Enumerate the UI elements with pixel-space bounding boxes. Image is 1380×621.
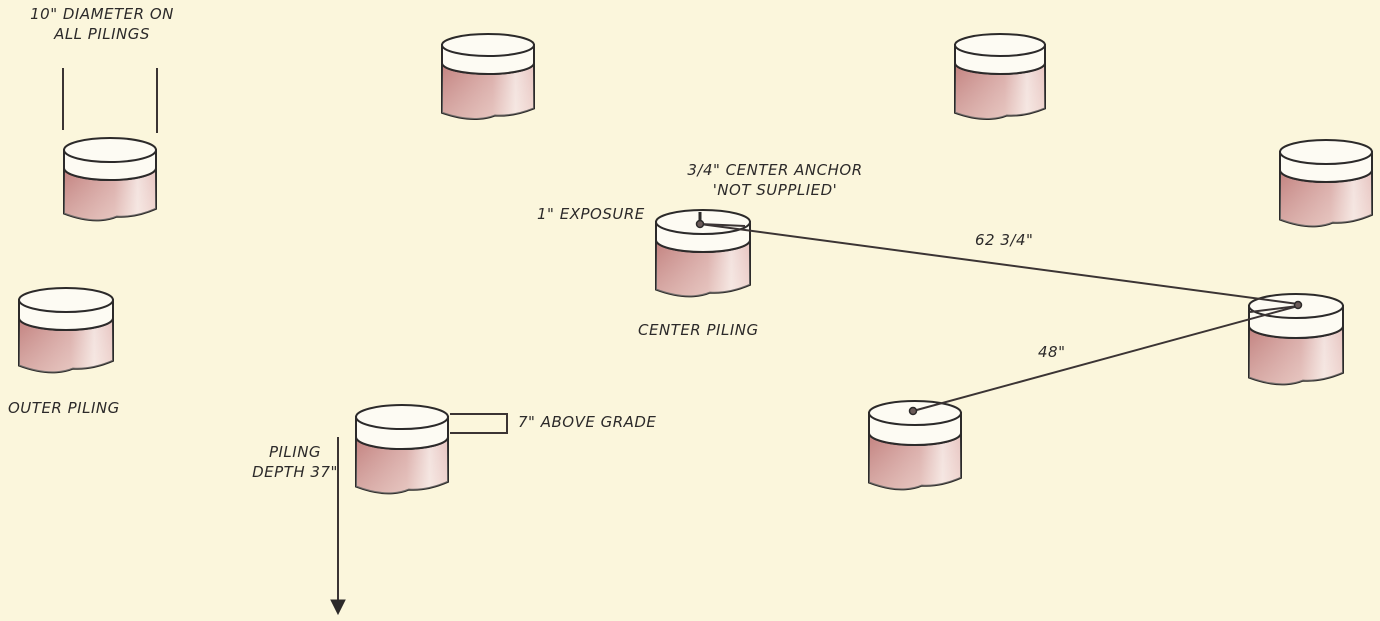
- dimension-line-62-3-4: [699, 223, 1299, 305]
- center-anchor-note: 3/4" CENTER ANCHOR 'NOT SUPPLIED': [665, 160, 885, 200]
- right-anchor-point: [1293, 300, 1303, 310]
- piling-depth-line2: DEPTH 37": [252, 463, 338, 481]
- piling-depth-arrowhead: [330, 599, 346, 616]
- exposure-label: 1" EXPOSURE: [537, 205, 645, 223]
- piling-top-right: [954, 33, 1046, 120]
- piling-right-edge: [1279, 139, 1373, 228]
- center-anchor-line1: 3/4" CENTER ANCHOR: [687, 161, 863, 179]
- piling-diameter-example: [63, 137, 157, 222]
- outer-piling-label: OUTER PILING: [8, 399, 120, 417]
- piling-depth-note: PILING DEPTH 37": [250, 442, 340, 482]
- center-anchor-point: [695, 219, 705, 229]
- diameter-note-line2: ALL PILINGS: [54, 25, 150, 43]
- pilings-group: [18, 33, 1373, 495]
- piling-lower-right: [868, 400, 962, 491]
- above-grade-bracket: [450, 413, 508, 434]
- lower-right-anchor-point: [908, 406, 918, 416]
- piling-depth-line1: PILING: [268, 443, 322, 461]
- right-piling-radius: [1249, 305, 1299, 313]
- outer-piling: [18, 287, 114, 374]
- above-grade-label: 7" ABOVE GRADE: [518, 413, 657, 431]
- dimension-62-3-4-label: 62 3/4": [975, 231, 1034, 249]
- dimension-48-label: 48": [1038, 343, 1066, 361]
- piling-above-grade-example: [355, 404, 449, 495]
- center-anchor-line2: 'NOT SUPPLIED': [712, 181, 838, 199]
- dimension-line-48: [912, 305, 1299, 412]
- dimension-lines-group: [62, 68, 1303, 616]
- piling-top-left: [441, 33, 535, 120]
- center-to-anchor-radius: [699, 223, 746, 227]
- diameter-note-line1: 10" DIAMETER ON: [30, 5, 174, 23]
- center-piling-label: CENTER PILING: [638, 321, 759, 339]
- diameter-note: 10" DIAMETER ON ALL PILINGS: [22, 4, 182, 44]
